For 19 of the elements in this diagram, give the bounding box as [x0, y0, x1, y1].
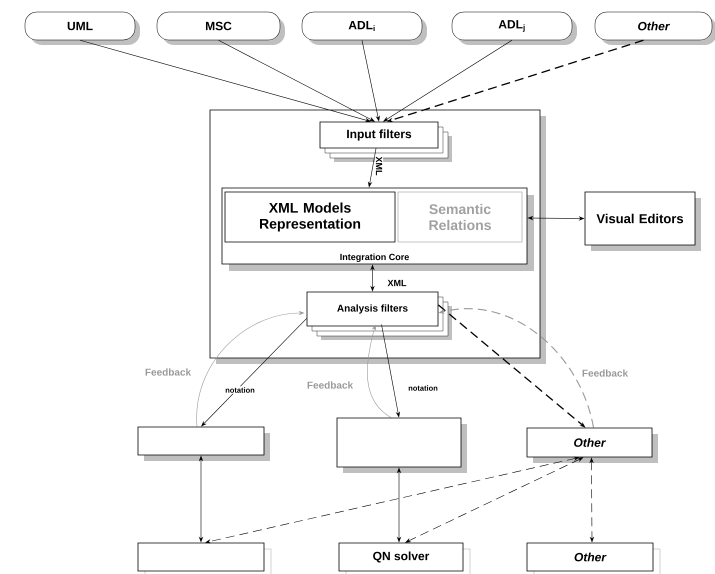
notation-pill: ADL$_{j}$ — [452, 12, 577, 45]
editor-box: Visual Editors — [584, 192, 701, 251]
model-box: XML Models Representation — [224, 192, 396, 242]
edge-label: Feedback — [144, 367, 192, 377]
edge-label: Feedback — [306, 380, 354, 390]
notation-pill: ADL$_{i}$ — [302, 12, 427, 45]
notation-pill: MSC — [156, 12, 285, 45]
filter-box: Analysis filters — [306, 292, 452, 340]
tool-box — [138, 426, 270, 461]
tool-box: Other — [526, 428, 658, 463]
tool-box — [336, 418, 467, 473]
edge-label: Feedback — [580, 368, 630, 378]
solver-box: Other — [526, 542, 660, 574]
notation-pill: Other — [594, 12, 715, 45]
notation-pill: UML — [24, 12, 140, 45]
relations-box: Semantic Relations — [398, 192, 522, 242]
solver-box: QN solver — [338, 542, 470, 574]
arrow — [405, 457, 584, 543]
solver-box — [138, 542, 272, 574]
